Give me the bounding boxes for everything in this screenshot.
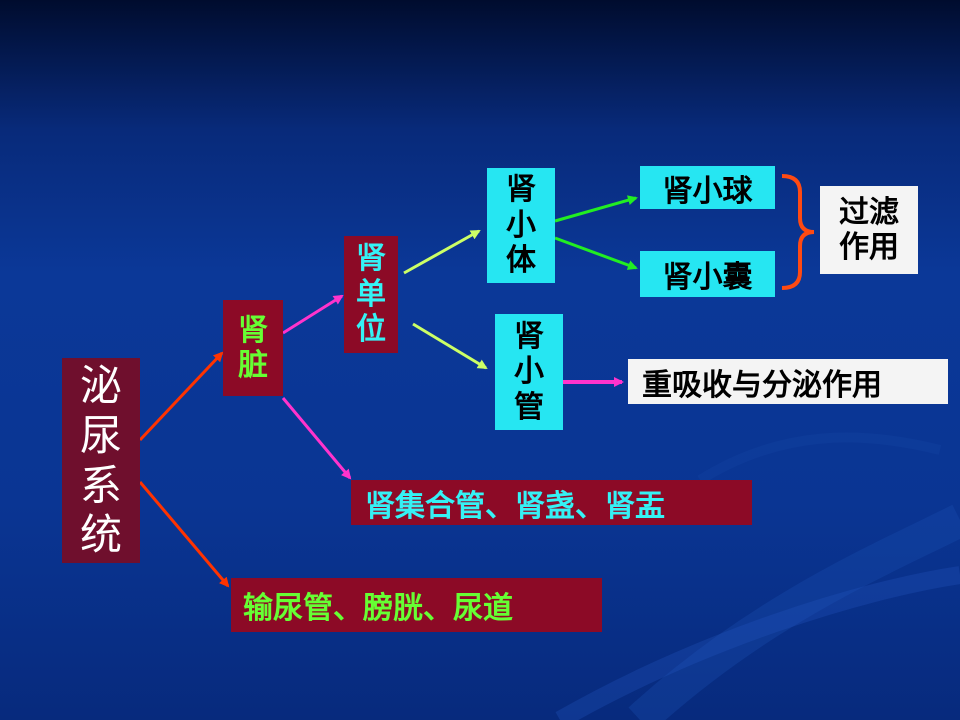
- arrow-root-to-ureter: [138, 481, 230, 588]
- brace-filtration: [781, 174, 815, 290]
- renal-tubule-box: 肾 小 管: [495, 314, 563, 430]
- kidney-box: 肾 脏: [223, 300, 283, 396]
- arrow-kidney-to-collecting: [281, 397, 352, 480]
- arrow-corpuscle-to-capsule: [554, 236, 638, 270]
- arrow-nephron-to-tubule: [412, 322, 488, 370]
- urinary-system-box: 泌 尿 系 统: [62, 358, 140, 563]
- arrow-nephron-to-corpuscle: [403, 229, 481, 275]
- arrow-kidney-to-nephron: [282, 294, 344, 335]
- arrow-corpuscle-to-glomerulus: [554, 195, 638, 223]
- filtration-box: 过滤 作用: [820, 186, 918, 274]
- nephron-box: 肾 单 位: [344, 236, 398, 353]
- reabsorption-box: 重吸收与分泌作用: [628, 359, 948, 404]
- ureter-bladder-urethra-box: 输尿管、膀胱、尿道: [231, 578, 602, 632]
- glomerulus-box: 肾小球: [640, 166, 775, 209]
- arrow-root-to-kidney: [138, 351, 224, 442]
- renal-corpuscle-box: 肾 小 体: [487, 168, 555, 283]
- renal-capsule-box: 肾小囊: [640, 251, 775, 297]
- collecting-duct-box: 肾集合管、肾盏、肾盂: [351, 480, 752, 525]
